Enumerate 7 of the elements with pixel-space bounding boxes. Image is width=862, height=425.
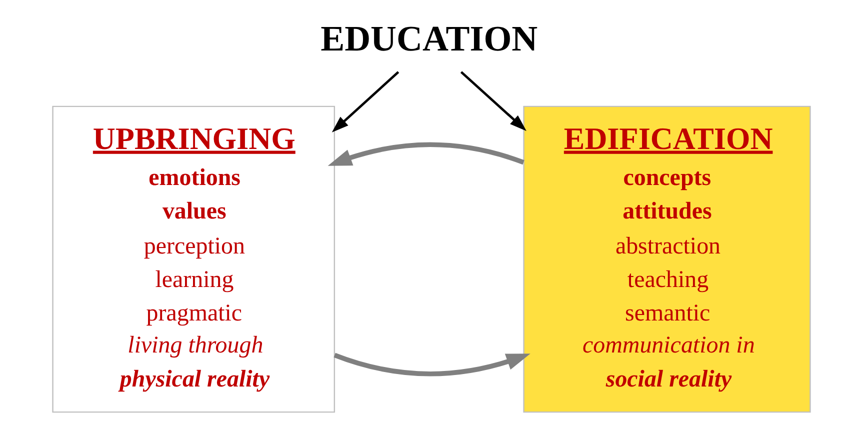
node-box: EDIFICATION concepts attitudes abstraction teaching semantic communication in social reality xyxy=(522,106,810,413)
arrow xyxy=(333,352,530,376)
arrow xyxy=(327,142,524,166)
arrow xyxy=(331,71,399,132)
node-text: EDUCATION xyxy=(320,18,538,59)
node-box: UPBRINGING emotions values perception learning pragmatic living through physical reality xyxy=(52,106,335,413)
arrow xyxy=(460,71,526,131)
